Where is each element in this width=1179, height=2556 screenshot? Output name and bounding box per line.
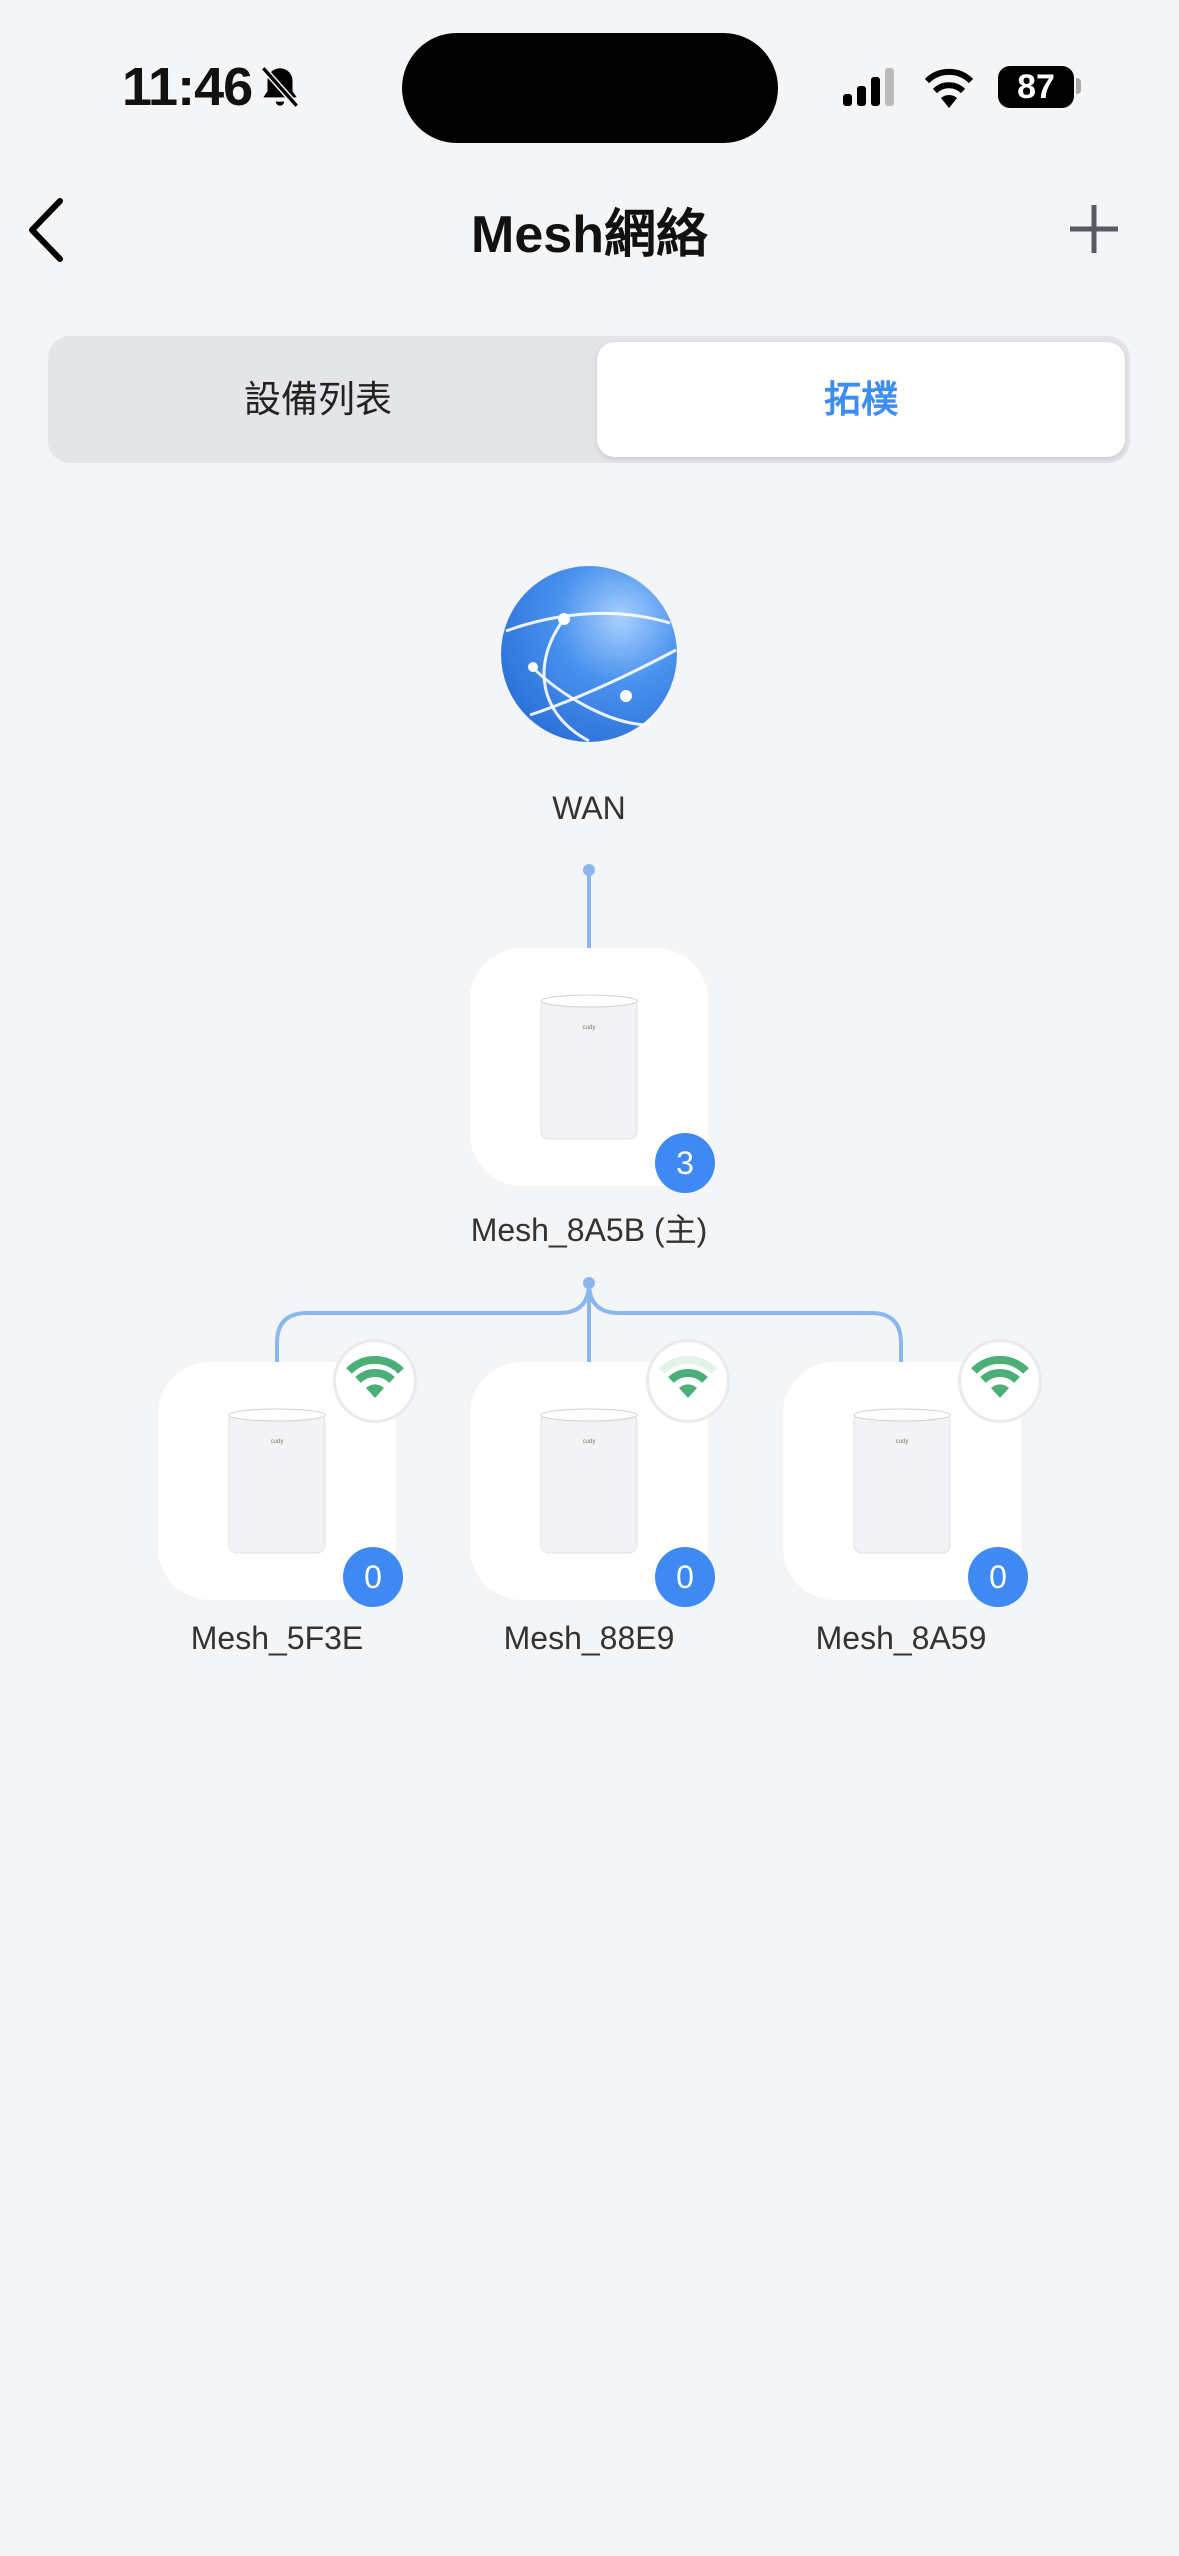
client-count-badge: 3 — [655, 1133, 715, 1193]
battery-cap — [1076, 78, 1081, 94]
svg-text:cudy: cudy — [896, 1439, 909, 1445]
tab-topology[interactable]: 拓樸 — [597, 342, 1125, 457]
node-name: Mesh_88E9 — [503, 1620, 675, 1656]
node-name: Mesh_5F3E — [190, 1620, 364, 1656]
signal-icon — [843, 68, 894, 106]
svg-text:cudy: cudy — [583, 1439, 596, 1445]
dynamic-island — [402, 33, 778, 143]
signal-strength-icon — [958, 1339, 1042, 1423]
wifi-icon — [924, 68, 974, 108]
svg-text:cudy: cudy — [271, 1439, 284, 1445]
node-name: Mesh_8A59 — [815, 1620, 987, 1656]
client-count-badge: 0 — [343, 1547, 403, 1607]
bell-slash-icon — [260, 66, 300, 108]
router-image: cudy — [228, 1408, 326, 1554]
topology-lines — [275, 864, 903, 1362]
add-button[interactable] — [1068, 203, 1120, 255]
signal-strength-icon — [333, 1339, 417, 1423]
battery-icon: 87 — [998, 66, 1074, 108]
client-count-badge: 0 — [655, 1547, 715, 1607]
router-image: cudy — [540, 994, 638, 1140]
back-button[interactable] — [22, 195, 72, 265]
router-image: cudy — [853, 1408, 951, 1554]
svg-text:cudy: cudy — [583, 1025, 596, 1031]
segmented-control: 設備列表 拓樸 — [48, 336, 1130, 463]
main-node-name: Mesh_8A5B (主) — [470, 1212, 708, 1248]
page-title: Mesh網絡 — [471, 206, 708, 264]
signal-strength-icon — [646, 1339, 730, 1423]
client-count-badge: 0 — [968, 1547, 1028, 1607]
globe-icon — [501, 566, 677, 743]
status-time: 11:46 — [122, 57, 253, 117]
wan-label: WAN — [552, 790, 626, 826]
router-image: cudy — [540, 1408, 638, 1554]
tab-device-list[interactable]: 設備列表 — [244, 379, 392, 420]
